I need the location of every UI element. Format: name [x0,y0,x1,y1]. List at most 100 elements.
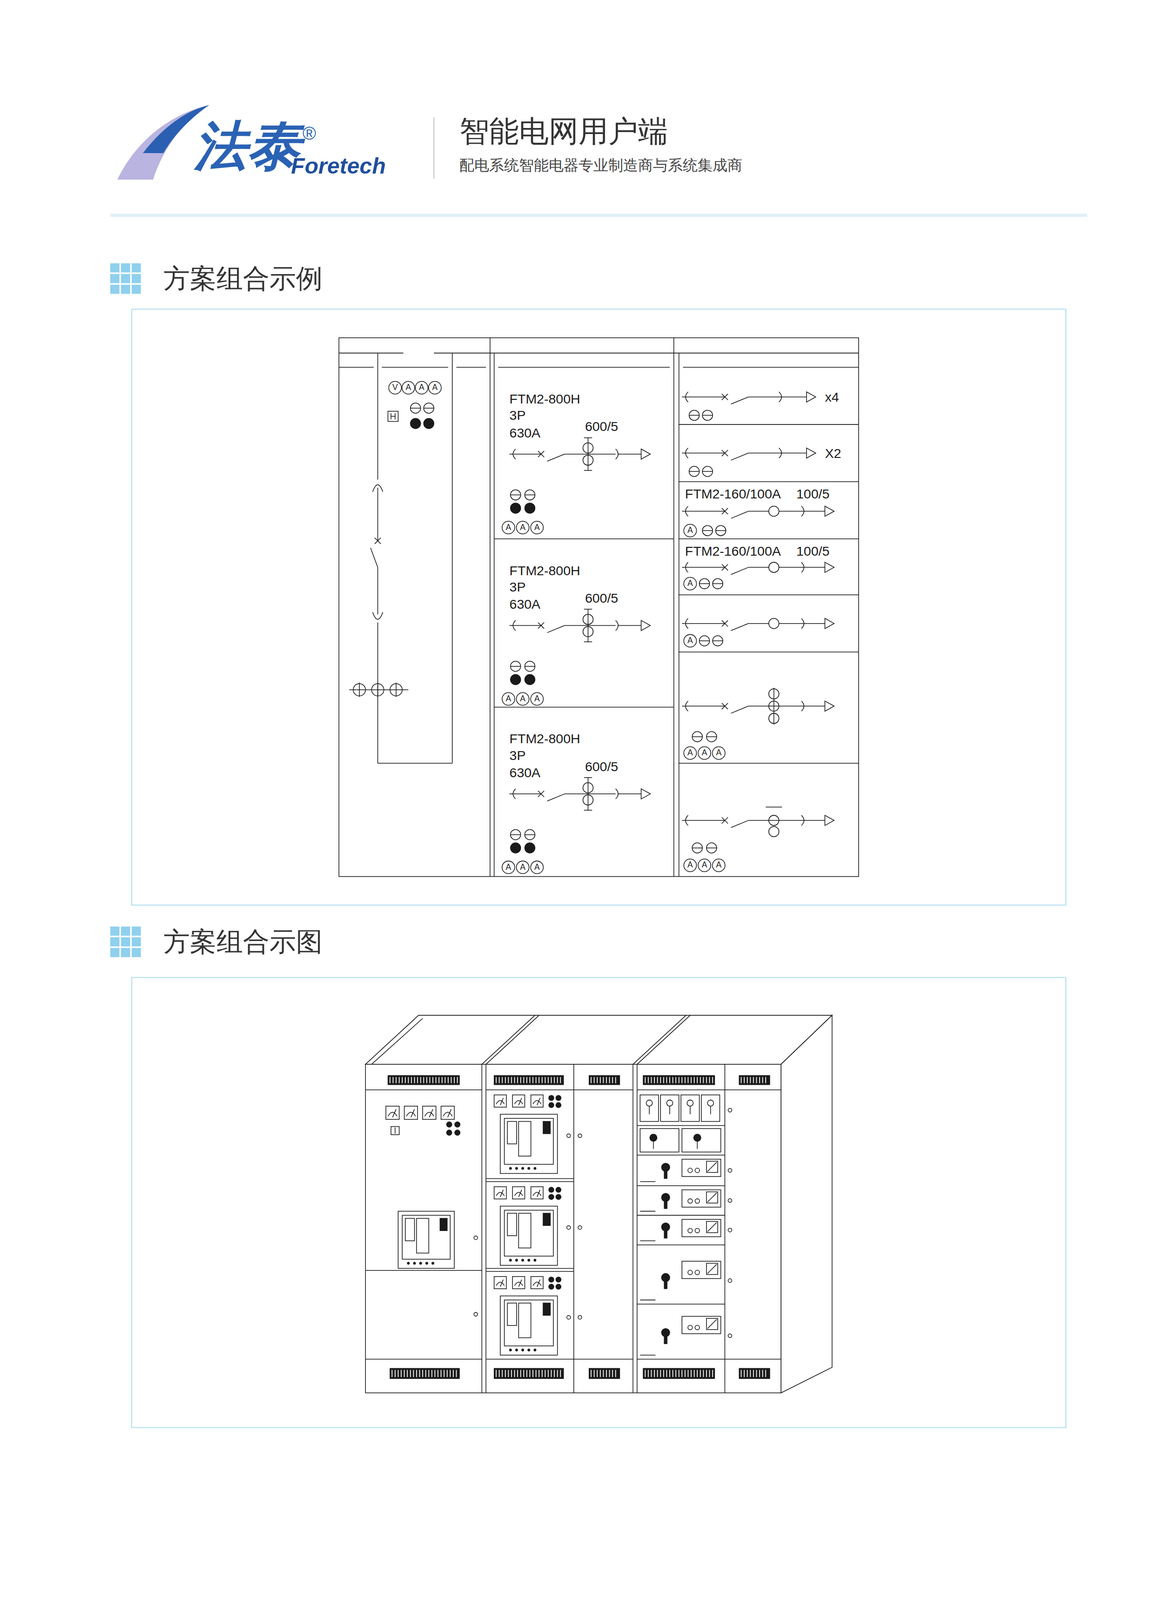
outgoing-arrow [641,788,651,800]
breaker-body [504,1118,554,1165]
meter-needle [518,1097,522,1105]
wire [617,625,641,626]
indicator-lamp [689,466,700,477]
breaker-terminal [533,1167,537,1170]
vent-grille [589,1075,620,1085]
table-rule [494,706,674,708]
vent-slot [678,1370,680,1378]
vent-slot [593,1370,595,1378]
outgoing-arrow [641,449,651,460]
current-transformer [584,809,593,811]
panel-meter [494,1276,507,1289]
cabinet-edge [485,1268,574,1270]
indicator-lamp [699,583,710,585]
breaker-handle-zone [518,1121,531,1157]
indicator-lamp [706,731,717,742]
cabinet-edge [724,1359,781,1360]
vent-slot [663,1370,665,1378]
circuit-label: 630A [509,764,541,781]
vent-slot [605,1370,607,1378]
vent-slot [666,1076,668,1084]
vent-slot [647,1076,649,1084]
section-icon-cell [121,284,131,295]
switch-blade [731,511,749,519]
vent-slot [593,1076,595,1084]
cabinet-edge [485,1359,574,1360]
indicator-lamp [510,661,521,672]
vent-grille [739,1075,770,1085]
vent-slot [408,1076,410,1084]
vent-slot [422,1370,424,1378]
meter-ring [415,381,428,395]
vent-slot [441,1076,443,1084]
vent-slot [603,1076,605,1084]
switch-knob [696,1140,698,1150]
vent-slot [410,1370,411,1378]
indicator-lamp [694,1198,700,1204]
ammeter-symbol [768,506,780,517]
breaker-body [402,1215,451,1259]
panel-meter [512,1276,525,1289]
vent-slot [675,1370,677,1378]
meter-needle [537,1190,541,1198]
cabinet-edge [365,1089,482,1091]
drawer-knob-stem [664,1170,668,1179]
panel-meter [494,1095,507,1108]
indicator-lamp [702,530,713,532]
busbar [377,622,379,764]
meter-symbol: A [519,863,526,872]
vent-slot [501,1370,503,1378]
breaker-cross [374,538,381,545]
indicator-lamp [454,1122,460,1128]
breaker-plate [507,1121,517,1145]
vent-slot [395,1076,397,1084]
vent-slot [669,1370,671,1378]
cabinet-edge [632,1064,634,1394]
indicator-lamp [706,842,717,854]
vent-slot [749,1370,751,1378]
circuit-label: 600/5 [585,590,619,606]
logo-wordmark: 法泰 [194,115,301,177]
vent-slot [529,1076,531,1084]
cabinet-edge [637,1015,691,1065]
drawer-knob-stem [664,1280,668,1290]
vent-slot [457,1076,458,1084]
vent-slot [406,1370,408,1378]
drawer-meter [706,1161,718,1173]
breaker-handle-zone [518,1213,531,1249]
drawer-knob [661,1223,670,1232]
busbar [377,487,379,541]
meter-ring [683,524,697,538]
section-icon-cell [121,926,131,936]
meter-symbol: A [534,523,540,532]
meter-scale [388,1112,398,1117]
cabinet-edge [365,1270,482,1272]
indicator-lamp [706,847,717,849]
indicator-lamp-filled [524,503,535,514]
ct-wire [349,689,409,691]
indicator-lamp [548,1187,554,1193]
meter-symbol: A [505,523,512,532]
indicator-lamp [689,415,700,417]
meter-needle [500,1279,504,1287]
vent-slot [687,1370,689,1378]
door-lock [727,1198,732,1203]
table-rule [682,367,859,369]
breaker-cross [721,450,728,457]
breaker-terminal [527,1167,531,1170]
current-transformer [583,794,594,806]
vent-slot [693,1076,695,1084]
vent-slot [559,1370,561,1378]
breaker-window [397,1211,455,1269]
vent-slot [615,1370,617,1378]
vent-slot [514,1076,516,1084]
vent-slot [551,1076,552,1084]
switch-knob [649,1134,657,1142]
wire [564,625,616,626]
vent-slot [753,1076,754,1084]
vent-slot [526,1076,528,1084]
drawer-control-box [681,1159,721,1177]
indicator-lamp [555,1102,561,1108]
indicator-lamp [524,829,535,841]
section-icon-cell [110,263,120,273]
